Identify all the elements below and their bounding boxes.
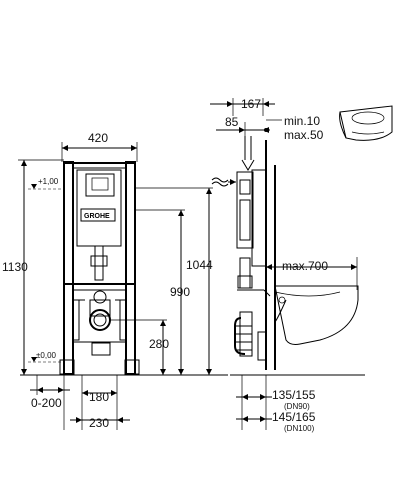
drain-2-label: 145/165 <box>272 410 316 424</box>
drain-2-note: (DN100) <box>284 424 315 433</box>
inlet-offset-label: 85 <box>225 115 239 129</box>
ref-upper-label: +1,00 <box>38 177 59 186</box>
side-view: 167 85 min.10 max.50 <box>210 97 365 433</box>
flush-height-label: 1044 <box>186 258 213 272</box>
toilet-bowl-thumbnail-icon <box>339 105 393 141</box>
outlet-offset-label: 180 <box>89 390 109 404</box>
drain-1-note: (DN90) <box>284 402 310 411</box>
brand-logo: GROHE <box>84 213 110 220</box>
total-height-label: 1130 <box>2 260 28 274</box>
outlet-width-label: 230 <box>89 416 109 430</box>
frame-width-label: 420 <box>88 131 108 145</box>
outlet-height-label: 280 <box>149 337 169 351</box>
max-gap-label: max.50 <box>284 128 324 142</box>
min-gap-label: min.10 <box>284 114 320 128</box>
depth-label: 167 <box>241 97 261 111</box>
bowl-projection-label: max.700 <box>282 259 328 273</box>
drain-1-label: 135/155 <box>272 388 316 402</box>
mount-height-label: 990 <box>170 285 190 299</box>
floor-offset-label: 0-200 <box>31 396 62 410</box>
ref-lower-label: ±0,00 <box>36 351 57 360</box>
front-view: 420 GROHE <box>2 131 228 430</box>
